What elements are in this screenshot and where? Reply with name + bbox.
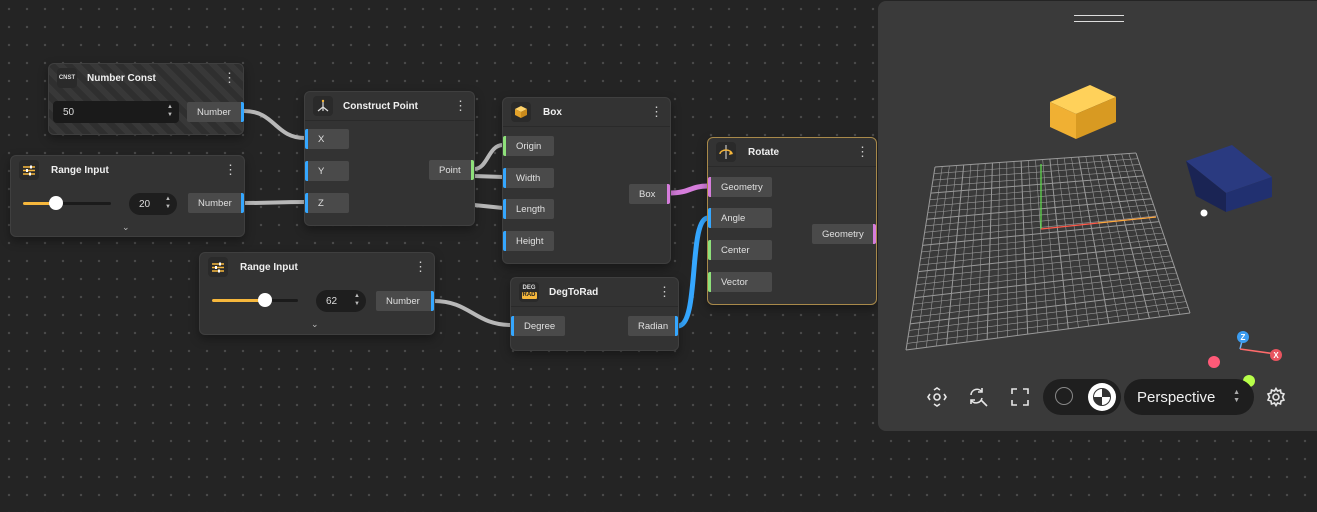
node-title: DegToRad <box>549 286 599 298</box>
wire-point-to-origin <box>473 143 504 171</box>
input-port-origin[interactable]: Origin <box>503 136 554 156</box>
deg-rad-icon: DEG RAD <box>519 282 539 302</box>
wire-point-to-length <box>473 203 504 210</box>
node-title: Construct Point <box>343 100 418 112</box>
node-menu-icon[interactable] <box>650 107 662 117</box>
select-chevron-icon: ▲▼ <box>1233 389 1240 404</box>
rotate-node[interactable]: Rotate Geometry Angle Center Vector Geom… <box>707 137 877 305</box>
input-port-angle[interactable]: Angle <box>708 208 772 228</box>
wire-range2-to-degree <box>433 299 512 327</box>
input-port-degree[interactable]: Degree <box>511 316 565 336</box>
cube-icon <box>511 102 531 122</box>
output-port-number[interactable]: Number <box>188 193 244 213</box>
number-const-node[interactable]: CNST Number Const 50 ▲▼ Number <box>48 63 244 135</box>
range-input-node-1[interactable]: Range Input 20 ▲▼ Number ⌄ <box>10 155 245 237</box>
input-port-height[interactable]: Height <box>503 231 554 251</box>
wireframe-mode-icon[interactable] <box>1055 387 1073 405</box>
point-axes-icon <box>313 96 333 116</box>
node-title: Rotate <box>748 146 780 158</box>
wire-box-to-geometry <box>669 183 709 196</box>
wire-point-to-width <box>473 174 504 179</box>
render-mode-toggle[interactable] <box>1043 379 1121 415</box>
range-value-input[interactable]: 62 ▲▼ <box>316 290 366 312</box>
output-port-radian[interactable]: Radian <box>628 316 678 336</box>
camera-mode-value: Perspective <box>1137 388 1216 406</box>
axis-x-positive <box>1097 216 1157 224</box>
number-value: 50 <box>63 106 75 118</box>
stepper-icon[interactable]: ▲▼ <box>354 293 360 307</box>
node-menu-icon[interactable] <box>658 287 670 297</box>
wire-const-to-x <box>243 109 306 140</box>
node-menu-icon[interactable] <box>224 165 236 175</box>
stepper-icon[interactable]: ▲▼ <box>167 104 173 118</box>
input-port-z[interactable]: Z <box>305 193 349 213</box>
node-menu-icon[interactable] <box>454 101 466 111</box>
viewport-panel[interactable]: Z X Perspective ▲▼ <box>878 1 1317 431</box>
axis-z-label: Z <box>1241 333 1246 342</box>
output-port-number[interactable]: Number <box>376 291 434 311</box>
orientation-gizmo[interactable]: Z X <box>1208 331 1282 387</box>
number-value-input[interactable]: 50 ▲▼ <box>53 101 179 123</box>
output-port-number[interactable]: Number <box>187 102 244 122</box>
range-value-input[interactable]: 20 ▲▼ <box>129 193 177 215</box>
box-node[interactable]: Box Origin Width Length Height Box <box>502 97 671 264</box>
navy-box-mesh <box>1186 145 1272 212</box>
node-menu-icon[interactable] <box>414 262 426 272</box>
node-title: Range Input <box>240 261 298 273</box>
input-port-vector[interactable]: Vector <box>708 272 772 292</box>
ground-grid <box>905 152 1191 351</box>
drag-handle[interactable] <box>1074 15 1124 22</box>
camera-mode-select[interactable]: Perspective ▲▼ <box>1124 379 1254 415</box>
expand-chevron-icon[interactable]: ⌄ <box>122 222 130 232</box>
node-title: Range Input <box>51 164 109 176</box>
fullscreen-icon[interactable] <box>1007 384 1033 410</box>
output-port-point[interactable]: Point <box>429 160 474 180</box>
node-title: Box <box>543 106 562 118</box>
axis-x-label: X <box>1273 351 1279 360</box>
rotate-icon <box>716 142 736 162</box>
range-slider[interactable] <box>23 196 111 210</box>
stepper-icon[interactable]: ▲▼ <box>165 196 171 210</box>
focus-target-icon[interactable] <box>924 384 950 410</box>
expand-chevron-icon[interactable]: ⌄ <box>311 319 319 329</box>
construct-point-node[interactable]: Construct Point X Y Z Point <box>304 91 475 226</box>
input-port-width[interactable]: Width <box>503 168 554 188</box>
deg-to-rad-node[interactable]: DEG RAD DegToRad Degree Radian <box>510 277 679 351</box>
settings-gear-icon[interactable] <box>1263 384 1289 410</box>
input-port-geometry[interactable]: Geometry <box>708 177 772 197</box>
wire-radian-to-angle <box>677 215 709 329</box>
node-menu-icon[interactable] <box>223 73 235 83</box>
node-menu-icon[interactable] <box>856 147 868 157</box>
node-title: Number Const <box>87 72 156 84</box>
viewport-scene[interactable]: Z X <box>878 1 1317 431</box>
sliders-icon <box>19 160 39 180</box>
range-input-node-2[interactable]: Range Input 62 ▲▼ Number ⌄ <box>199 252 435 335</box>
input-port-x[interactable]: X <box>305 129 349 149</box>
zoom-reset-icon[interactable] <box>965 384 991 410</box>
range-value: 62 <box>326 295 338 307</box>
shaded-mode-icon[interactable] <box>1088 383 1116 411</box>
input-port-length[interactable]: Length <box>503 199 554 219</box>
output-port-geometry[interactable]: Geometry <box>812 224 876 244</box>
slider-thumb[interactable] <box>258 293 273 307</box>
slider-thumb[interactable] <box>48 196 63 210</box>
input-port-center[interactable]: Center <box>708 240 772 260</box>
sliders-icon <box>208 257 228 277</box>
yellow-box-mesh <box>1050 85 1116 139</box>
range-slider[interactable] <box>212 293 298 307</box>
output-port-box[interactable]: Box <box>629 184 670 204</box>
range-value: 20 <box>139 198 151 210</box>
cnst-icon: CNST <box>57 68 77 88</box>
wire-range1-to-z <box>243 200 306 205</box>
input-port-y[interactable]: Y <box>305 161 349 181</box>
